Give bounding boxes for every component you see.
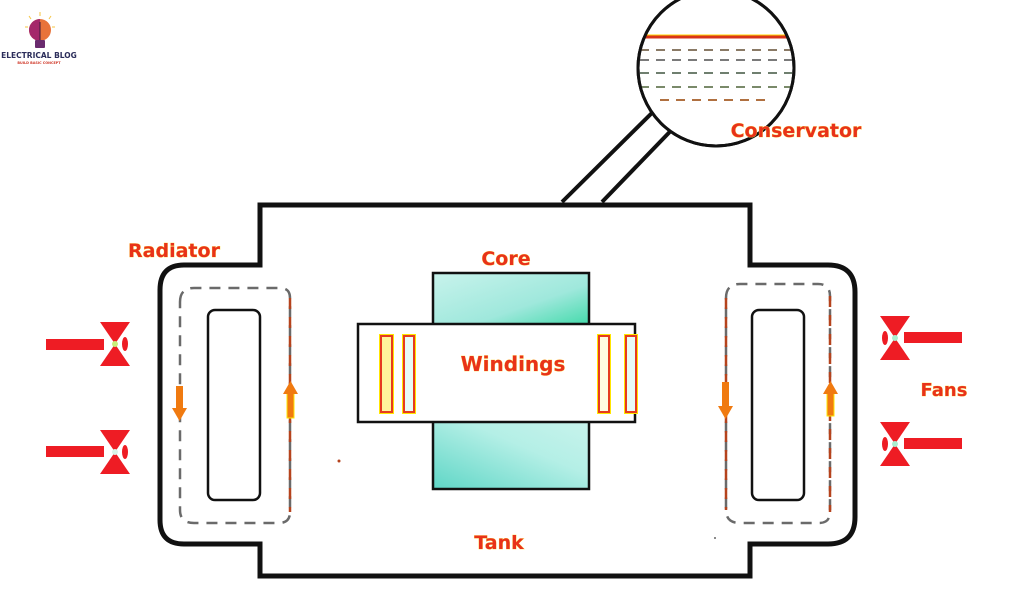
- right-radiator-fin: [750, 308, 806, 502]
- fan-icon: [880, 422, 962, 466]
- logo: ELECTRICAL BLOG BUILD BASIC CONCEPT: [1, 12, 77, 65]
- left-winding-coils: [379, 334, 416, 414]
- conservator-label: Conservator: [731, 120, 862, 142]
- core-label: Core: [481, 248, 530, 270]
- radiator-label: Radiator: [128, 240, 221, 262]
- arrow-up-icon: [283, 381, 298, 419]
- left-radiator-fin: [206, 308, 262, 502]
- core-lower-limb: [431, 419, 591, 491]
- arrow-down-icon: [718, 382, 733, 419]
- tank-label: Tank: [474, 532, 524, 554]
- arrow-down-icon: [172, 386, 187, 421]
- windings-label: Windings: [461, 352, 566, 376]
- fan-icon: [46, 322, 130, 366]
- fans-label: Fans: [921, 380, 968, 401]
- logo-subtitle: BUILD BASIC CONCEPT: [17, 61, 61, 65]
- speck: [337, 459, 341, 463]
- logo-title: ELECTRICAL BLOG: [1, 51, 77, 60]
- oil-lines: [640, 49, 792, 101]
- conservator: [636, 0, 796, 148]
- core-upper-limb: [431, 271, 591, 329]
- left-radiator: [172, 286, 298, 525]
- fan-icon: [880, 316, 962, 360]
- core: [431, 271, 591, 491]
- windings: [356, 322, 638, 424]
- fan-icon: [46, 430, 130, 474]
- right-radiator: [718, 282, 838, 525]
- right-oil-flow-path: [724, 282, 832, 525]
- arrow-up-icon: [823, 381, 838, 417]
- speck: [714, 537, 716, 539]
- lightbulb-icon: [25, 12, 55, 48]
- right-winding-coils: [597, 334, 638, 414]
